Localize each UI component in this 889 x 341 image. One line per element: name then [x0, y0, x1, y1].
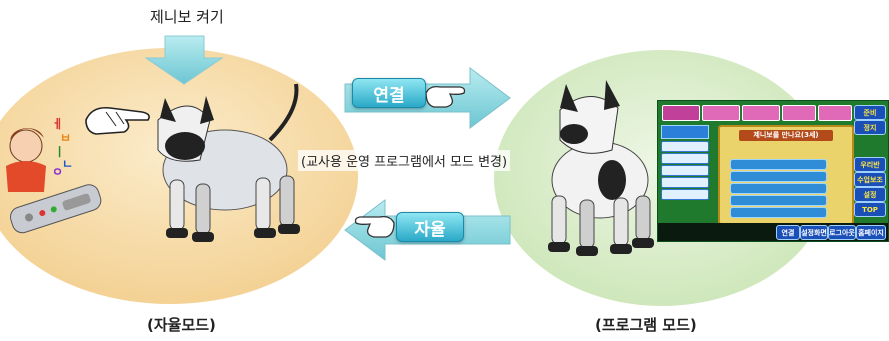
connect-button[interactable]: 연결 — [352, 78, 426, 108]
screen-tab[interactable] — [702, 105, 740, 121]
screen-content-item[interactable] — [730, 207, 827, 218]
svg-text:ㅣ: ㅣ — [54, 145, 65, 159]
mode-change-note: (교사용 운영 프로그램에서 모드 변경) — [298, 150, 511, 171]
remote-control-icon — [9, 184, 102, 234]
screen-ready-button[interactable]: 준비 — [854, 105, 886, 120]
pointing-hand-icon — [354, 215, 395, 238]
robot-dog-right — [548, 80, 654, 256]
screen-logout-button[interactable]: 로그아웃 — [828, 225, 856, 240]
screen-content-item[interactable] — [730, 183, 827, 194]
screen-setup-button[interactable]: 설정화면 — [800, 225, 828, 240]
screen-tab[interactable] — [662, 105, 700, 121]
screen-content-item[interactable] — [730, 195, 827, 206]
screen-settings-button[interactable]: 설정 — [854, 187, 886, 202]
petting-hand-icon — [85, 106, 150, 135]
screen-content-title: 제니보를 만나요(3세) — [739, 130, 833, 141]
screen-list-item[interactable] — [661, 165, 709, 176]
pointing-hand-icon — [425, 85, 466, 108]
voice-sound-icon: ㅔ ㅂ ㅣ ㄴ ㅇ — [52, 117, 73, 179]
screen-content-item[interactable] — [730, 159, 827, 170]
screen-top-button[interactable]: TOP — [854, 202, 886, 217]
program-screen: 제니보를 만나요(3세) 준비 정지 우리반 수업보조 설정 TOP 연결 설정… — [657, 100, 889, 242]
screen-list-item[interactable] — [661, 189, 709, 200]
screen-list-item[interactable] — [661, 177, 709, 188]
screen-assist-button[interactable]: 수업보조 — [854, 172, 886, 187]
screen-tab[interactable] — [782, 105, 816, 121]
robot-dog-left — [157, 83, 300, 242]
svg-text:ㄴ: ㄴ — [62, 157, 73, 171]
power-on-label: 제니보 켜기 — [150, 8, 224, 26]
screen-stop-button[interactable]: 정지 — [854, 120, 886, 135]
screen-tab[interactable] — [818, 105, 852, 121]
screen-homepage-button[interactable]: 홈페이지 — [856, 225, 886, 240]
screen-tab[interactable] — [742, 105, 780, 121]
screen-list-item[interactable] — [661, 141, 709, 152]
svg-text:ㅔ: ㅔ — [52, 117, 63, 131]
autonomous-button[interactable]: 자율 — [396, 212, 464, 242]
screen-class-button[interactable]: 우리반 — [854, 157, 886, 172]
child-illustration — [6, 128, 46, 192]
screen-content-item[interactable] — [730, 171, 827, 182]
program-mode-caption: (프로그램 모드) — [595, 316, 697, 334]
autonomous-mode-caption: (자율모드) — [147, 316, 216, 334]
svg-text:ㅇ: ㅇ — [52, 165, 63, 179]
power-on-arrow — [144, 35, 224, 85]
screen-connect-button[interactable]: 연결 — [776, 225, 800, 240]
screen-list-item[interactable] — [661, 153, 709, 164]
screen-list-header — [661, 125, 709, 139]
svg-text:ㅂ: ㅂ — [60, 131, 71, 145]
